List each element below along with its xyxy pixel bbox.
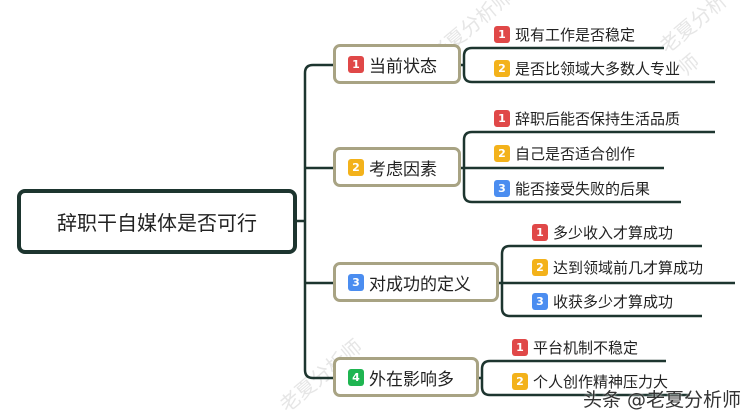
priority-2-icon: 2: [494, 60, 510, 77]
leaf-label: 收获多少才算成功: [553, 293, 674, 311]
leaf-connector: [499, 244, 735, 318]
trunk-connector: [303, 63, 333, 380]
priority-3-icon: 3: [532, 293, 548, 310]
leaf-node[interactable]: 2 自己是否适合创作: [494, 143, 635, 164]
branch-node-2[interactable]: 2 考虑因素: [333, 147, 461, 187]
priority-2-icon: 2: [512, 373, 528, 390]
leaf-node[interactable]: 3 能否接受失败的后果: [494, 178, 650, 199]
leaf-node[interactable]: 1 辞职后能否保持生活品质: [494, 108, 680, 129]
leaf-node[interactable]: 2 达到领域前几才算成功: [532, 257, 703, 278]
branch-label: 当前状态: [369, 56, 437, 77]
leaf-node[interactable]: 1 多少收入才算成功: [532, 222, 673, 243]
priority-1-icon: 1: [532, 224, 548, 241]
priority-4-icon: 4: [348, 368, 364, 386]
leaf-connector: [479, 359, 690, 397]
leaf-label: 是否比领域大多数人专业: [515, 60, 681, 78]
leaf-label: 能否接受失败的后果: [515, 180, 651, 198]
priority-3-icon: 3: [494, 180, 510, 197]
trunk-connector: [305, 166, 333, 285]
leaf-node[interactable]: 2 是否比领域大多数人专业: [494, 58, 680, 79]
leaf-label: 平台机制不稳定: [533, 339, 639, 357]
branch-node-4[interactable]: 4 外在影响多: [333, 357, 479, 397]
priority-2-icon: 2: [494, 145, 510, 162]
leaf-label: 现有工作是否稳定: [515, 26, 636, 44]
priority-2-icon: 2: [532, 259, 548, 276]
root-node[interactable]: 辞职干自媒体是否可行: [17, 189, 297, 254]
watermark: 头条 @老夏分析师: [583, 389, 742, 411]
leaf-label: 多少收入才算成功: [553, 224, 674, 242]
leaf-label: 自己是否适合创作: [515, 145, 636, 163]
leaf-label: 个人创作精神压力大: [533, 373, 669, 391]
branch-node-1[interactable]: 1 当前状态: [333, 44, 461, 84]
leaf-label: 辞职后能否保持生活品质: [515, 110, 681, 128]
leaf-label: 达到领域前几才算成功: [553, 259, 704, 277]
priority-1-icon: 1: [348, 55, 364, 73]
leaf-node[interactable]: 1 平台机制不稳定: [512, 337, 638, 358]
branch-node-3[interactable]: 3 对成功的定义: [333, 262, 499, 302]
priority-3-icon: 3: [348, 273, 364, 291]
priority-1-icon: 1: [512, 339, 528, 356]
leaf-node[interactable]: 3 收获多少才算成功: [532, 291, 673, 312]
branch-label: 外在影响多: [369, 369, 454, 390]
leaf-connector: [461, 130, 715, 204]
priority-1-icon: 1: [494, 110, 510, 127]
leaf-node[interactable]: 2 个人创作精神压力大: [512, 371, 668, 392]
priority-2-icon: 2: [348, 158, 364, 176]
branch-label: 考虑因素: [369, 159, 437, 180]
branch-label: 对成功的定义: [369, 274, 471, 295]
leaf-node[interactable]: 1 现有工作是否稳定: [494, 24, 635, 45]
leaf-connector: [461, 46, 715, 84]
priority-1-icon: 1: [494, 26, 510, 43]
